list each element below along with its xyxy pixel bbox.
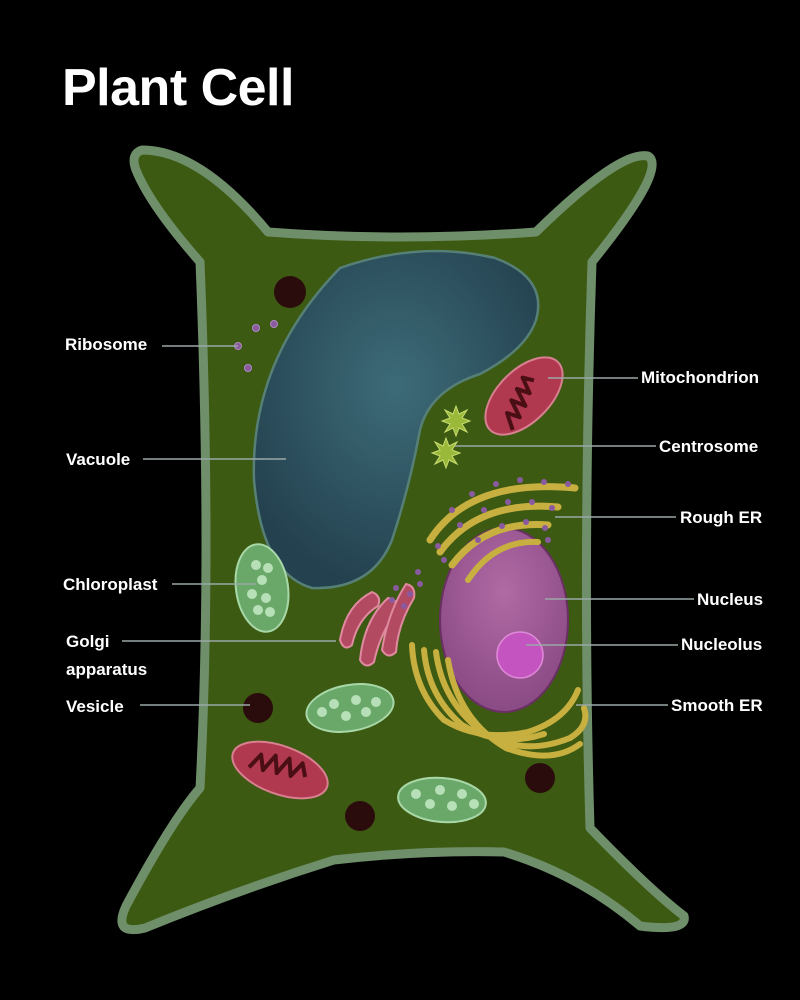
label-nucleus: Nucleus [697,590,763,609]
diagram-title: Plant Cell [62,59,294,117]
label-rough-er: Rough ER [680,508,762,527]
label-mitochondrion: Mitochondrion [641,368,759,387]
centrosome [430,404,472,470]
label-ribosome: Ribosome [65,335,147,354]
chloroplast [234,543,290,633]
leader-lines [122,345,694,706]
labels: Ribosome Vacuole Chloroplast Golgi appar… [63,335,763,716]
label-nucleolus: Nucleolus [681,635,762,654]
label-vesicle: Vesicle [66,697,124,716]
golgi-apparatus [338,569,423,667]
nucleolus [496,631,544,679]
label-centrosome: Centrosome [659,437,758,456]
vacuole [252,249,540,590]
label-golgi-line2: apparatus [66,660,147,679]
mitochondrion-2 [231,740,329,800]
chloroplast-2 [305,683,395,733]
chloroplast-3 [397,776,487,824]
label-golgi-line1: Golgi [66,632,109,651]
label-vacuole: Vacuole [66,450,130,469]
vesicles [243,276,555,831]
mitochondrion [484,356,564,436]
rough-er [426,477,579,583]
smooth-er [409,642,589,759]
label-chloroplast: Chloroplast [63,575,158,594]
label-smooth-er: Smooth ER [671,696,763,715]
